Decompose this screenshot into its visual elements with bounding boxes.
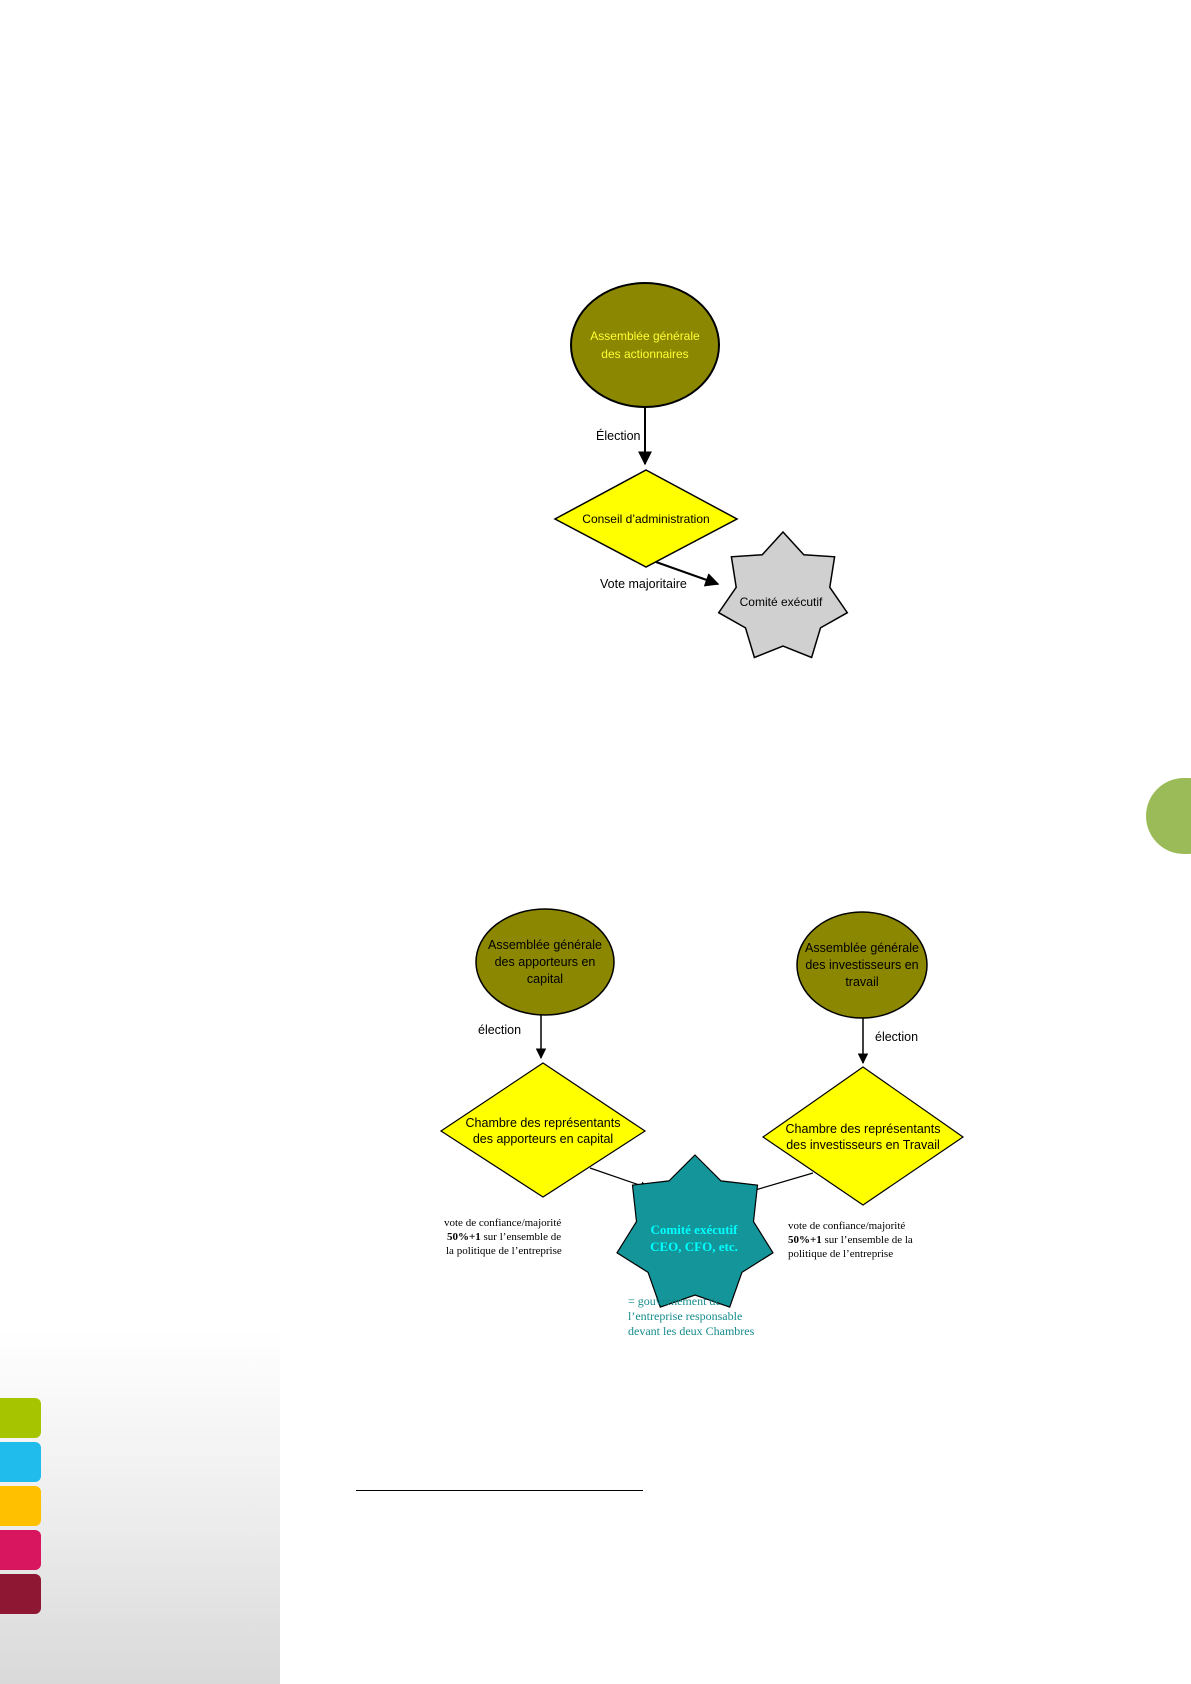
node-ag-apporteurs-capital-label-3: capital — [527, 972, 563, 986]
annotation-gouvernement-line-3: devant les deux Chambres — [628, 1324, 755, 1338]
annotation-gouvernement-line-1: = gouvernement de — [628, 1294, 721, 1308]
node-ag-apporteurs-capital-label-2: des apporteurs en — [495, 955, 596, 969]
annotation-vote-left-majority: 50%+1 — [447, 1231, 481, 1243]
annotation-vote-right-majority: 50%+1 — [788, 1234, 822, 1246]
diagram-classic-governance: Assemblée générale des actionnaires Élec… — [553, 282, 849, 659]
annotation-vote-right-line-2: 50%+1 sur l’ensemble de la — [788, 1234, 913, 1246]
color-strip-orange — [0, 1486, 41, 1526]
edge-vote-majoritaire — [655, 561, 720, 587]
annotation-vote-left-line-2: 50%+1 sur l’ensemble de — [447, 1231, 561, 1243]
annotation-vote-right-line-3: politique de l’entreprise — [788, 1248, 893, 1260]
edge-election-left-label: élection — [478, 1023, 521, 1037]
node-comite-executif-ceo-label-1: Comité exécutif — [651, 1222, 739, 1237]
edge-election-right-label: élection — [875, 1030, 918, 1044]
node-chambre-apporteurs-capital-label-2: des apporteurs en capital — [473, 1132, 613, 1146]
node-comite-executif-ceo — [616, 1154, 774, 1308]
node-ag-apporteurs-capital-label-1: Assemblée générale — [488, 938, 602, 952]
annotation-gouvernement-line-2: l’entreprise responsable — [628, 1309, 742, 1323]
annotation-vote-left-scope: sur l’ensemble de — [481, 1231, 561, 1243]
node-comite-executif-ceo-label-2: CEO, CFO, etc. — [650, 1239, 738, 1254]
node-ag-apporteurs-capital — [475, 908, 615, 1016]
node-ag-investisseurs-travail-label-1: Assemblée générale — [805, 941, 919, 955]
annotation-vote-left-line-3: la politique de l’entreprise — [446, 1245, 562, 1257]
node-chambre-investisseurs-travail-label-1: Chambre des représentants — [786, 1122, 941, 1136]
page-corner-gradient — [0, 1330, 280, 1684]
annotation-vote-right: vote de confiance/majorité 50%+1 sur l’e… — [788, 1220, 913, 1260]
color-strip-pink — [0, 1530, 41, 1570]
node-assemblee-actionnaires-label-1: Assemblée générale — [590, 329, 700, 343]
footnote-separator — [356, 1490, 643, 1491]
edge-election-label: Élection — [596, 428, 641, 443]
annotation-vote-right-scope: sur l’ensemble de la — [822, 1234, 913, 1246]
node-ag-investisseurs-travail — [796, 911, 928, 1019]
node-conseil-administration-label: Conseil d’administration — [582, 512, 709, 526]
node-assemblee-actionnaires-label-2: des actionnaires — [601, 347, 688, 361]
node-assemblee-actionnaires — [570, 282, 720, 408]
diagram-bicameral-governance: Assemblée générale des apporteurs en cap… — [439, 908, 965, 1338]
node-comite-executif — [717, 530, 849, 659]
node-chambre-investisseurs-travail-label-2: des investisseurs en Travail — [786, 1138, 940, 1152]
color-strip-maroon — [0, 1574, 41, 1614]
color-strip-blue — [0, 1442, 41, 1482]
node-chambre-apporteurs-capital-label-1: Chambre des représentants — [466, 1116, 621, 1130]
node-ag-investisseurs-travail-label-3: travail — [845, 975, 878, 989]
node-ag-investisseurs-travail-label-2: des investisseurs en — [805, 958, 918, 972]
node-chambre-apporteurs-capital — [439, 1062, 647, 1198]
node-conseil-administration — [553, 469, 739, 568]
annotation-vote-left: vote de confiance/majorité 50%+1 sur l’e… — [444, 1217, 562, 1257]
node-comite-executif-label: Comité exécutif — [740, 595, 823, 609]
color-strip-green — [0, 1398, 41, 1438]
annotation-vote-right-line-1: vote de confiance/majorité — [788, 1220, 905, 1232]
annotation-gouvernement: = gouvernement de l’entreprise responsab… — [628, 1294, 755, 1338]
edge-vote-majoritaire-label: Vote majoritaire — [600, 577, 687, 591]
annotation-vote-left-line-1: vote de confiance/majorité — [444, 1217, 561, 1229]
node-chambre-investisseurs-travail — [761, 1066, 965, 1206]
